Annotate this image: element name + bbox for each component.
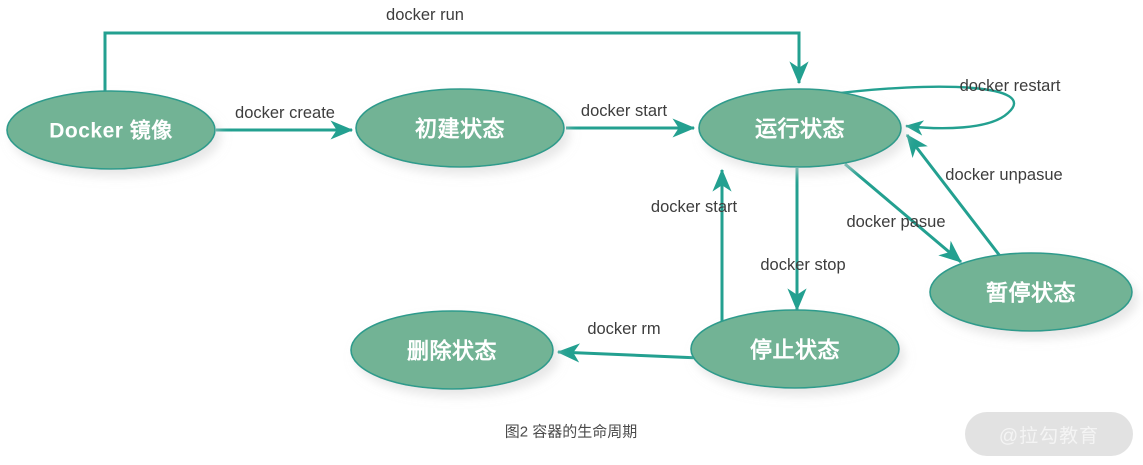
figure-caption: 图2 容器的生命周期 <box>505 423 638 441</box>
edge-label-unpause: docker unpasue <box>945 166 1062 184</box>
node-shape-created <box>355 88 565 168</box>
edge-labels-layer: docker run docker create docker start docke… <box>235 6 1063 338</box>
node-label-running: 运行状态 <box>755 117 845 142</box>
edge-restart <box>823 85 1016 136</box>
watermark-label: @拉勾教育 <box>998 425 1100 447</box>
node-label-paused: 暂停状态 <box>986 281 1076 306</box>
node-stopped[interactable]: 停止状态 <box>690 309 900 389</box>
edges-layer <box>103 31 1016 363</box>
node-shape-paused <box>929 252 1133 332</box>
node-label-created: 初建状态 <box>415 117 505 142</box>
node-image[interactable]: Docker 镜像 <box>6 90 216 170</box>
edge-label-create: docker create <box>235 104 335 122</box>
node-label-removed: 删除状态 <box>407 339 497 364</box>
edge-label-pause: docker pasue <box>846 213 945 231</box>
edge-label-start_bot: docker start <box>651 198 738 216</box>
node-shape-removed <box>350 310 554 390</box>
node-paused[interactable]: 暂停状态 <box>929 252 1133 332</box>
edge-label-stop: docker stop <box>760 256 845 274</box>
node-removed[interactable]: 删除状态 <box>350 310 554 390</box>
node-label-image: Docker 镜像 <box>49 119 173 143</box>
node-created[interactable]: 初建状态 <box>355 88 565 168</box>
node-running[interactable]: 运行状态 <box>698 88 902 168</box>
node-label-stopped: 停止状态 <box>750 338 840 363</box>
edge-unpause <box>905 134 1002 257</box>
edge-pause <box>844 162 962 264</box>
edge-label-start_top: docker start <box>581 102 668 120</box>
edge-rm <box>556 343 701 363</box>
node-shape-stopped <box>690 309 900 389</box>
edge-label-rm: docker rm <box>587 320 660 338</box>
watermark-badge: @拉勾教育 <box>965 412 1133 456</box>
edge-label-restart: docker restart <box>960 77 1061 95</box>
edge-label-run: docker run <box>386 6 464 24</box>
edge-run <box>103 31 809 92</box>
node-shape-image <box>6 90 216 170</box>
node-shape-running <box>698 88 902 168</box>
